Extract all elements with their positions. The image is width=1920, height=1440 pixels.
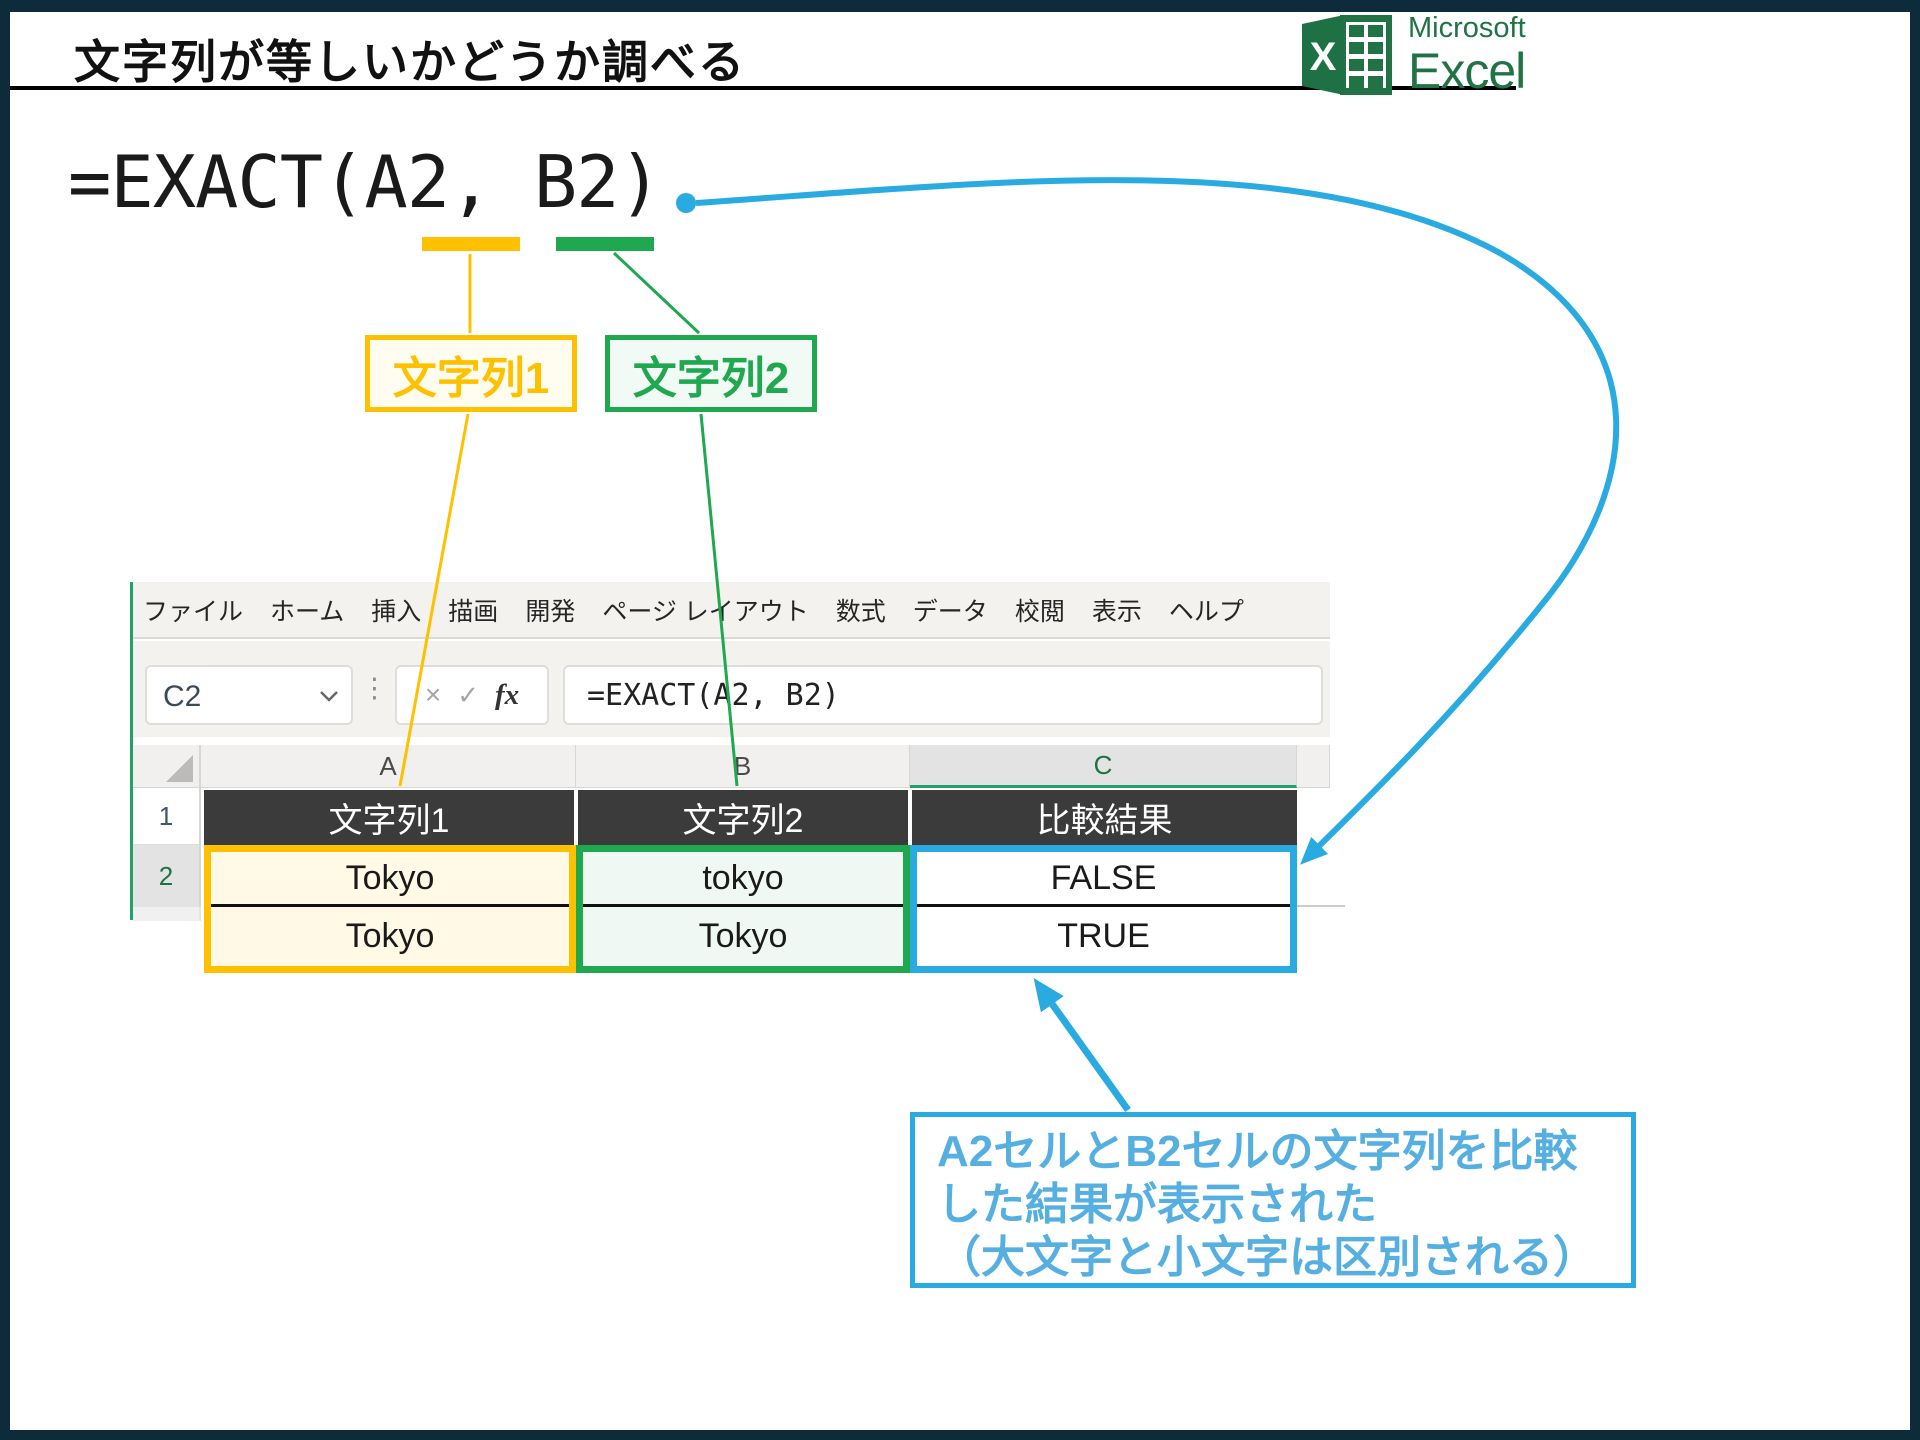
formula-anchor-dot xyxy=(676,193,696,213)
big-formula-text: =EXACT(A2, B2) xyxy=(68,140,662,224)
name-box-value: C2 xyxy=(163,680,202,713)
menu-developer[interactable]: 開発 xyxy=(525,597,576,626)
cell-b1[interactable]: 文字列2 xyxy=(578,790,908,845)
logo-microsoft: Microsoft xyxy=(1408,12,1526,44)
column-header-a[interactable]: A xyxy=(201,745,576,788)
menu-draw[interactable]: 描画 xyxy=(448,597,499,626)
column-b-data-group: tokyo Tokyo xyxy=(576,845,910,973)
callout-line-3: （大文字と小文字は区別される） xyxy=(937,1233,1597,1282)
formula-bar-input[interactable]: =EXACT(A2, B2) xyxy=(563,665,1323,725)
title-divider xyxy=(10,86,1516,90)
cancel-icon[interactable]: × xyxy=(424,679,442,710)
callout-arrow xyxy=(1033,978,1131,1113)
formula-bar-value: =EXACT(A2, B2) xyxy=(587,677,840,713)
select-all-triangle-icon xyxy=(166,755,193,782)
column-header-rest xyxy=(1297,745,1330,788)
menu-file[interactable]: ファイル xyxy=(143,597,244,626)
menu-help[interactable]: ヘルプ xyxy=(1168,597,1244,626)
menu-data[interactable]: データ xyxy=(912,597,988,626)
window-left-border xyxy=(130,582,133,920)
row-header-stub xyxy=(133,907,201,921)
menu-insert[interactable]: 挿入 xyxy=(371,597,422,626)
excel-logo-icon: X xyxy=(1302,15,1392,95)
menu-view[interactable]: 表示 xyxy=(1091,597,1142,626)
cell-a2[interactable]: Tokyo xyxy=(345,858,435,897)
select-all-button[interactable] xyxy=(133,745,201,788)
column-header-b[interactable]: B xyxy=(576,745,910,788)
callout-line-1: A2セルとB2セルの文字列を比較 xyxy=(937,1127,1578,1176)
row-header-2-selected[interactable]: 2 xyxy=(133,845,201,907)
arg1-underline xyxy=(422,237,520,251)
excel-logo: X Microsoft Excel xyxy=(1302,12,1602,98)
excel-logo-text: Microsoft Excel xyxy=(1408,12,1526,99)
formula-bar-row: C2 ⋮ × ✓ fx =EXACT(A2, B2) xyxy=(133,641,1330,737)
svg-text:X: X xyxy=(1310,35,1337,79)
menu-formulas[interactable]: 数式 xyxy=(835,597,886,626)
cell-c3[interactable]: TRUE xyxy=(1057,917,1150,955)
enter-icon[interactable]: ✓ xyxy=(457,679,479,710)
row-divider xyxy=(211,904,569,907)
cell-b3[interactable]: Tokyo xyxy=(698,917,788,955)
cell-a3[interactable]: Tokyo xyxy=(345,917,435,955)
logo-excel-word: Excel xyxy=(1408,43,1526,99)
callout-line-2: した結果が表示された xyxy=(937,1180,1377,1229)
formula-bar-buttons: × ✓ fx xyxy=(395,665,549,725)
arg2-label: 文字列2 xyxy=(632,353,790,403)
cell-c1[interactable]: 比較結果 xyxy=(912,790,1297,845)
arg1-label: 文字列1 xyxy=(392,353,550,403)
gridline-segment xyxy=(1297,905,1345,907)
arg1-label-box: 文字列1 xyxy=(365,335,577,412)
arg2-underline xyxy=(556,237,654,251)
row-divider xyxy=(583,904,903,907)
formula-bar-separator: ⋮ xyxy=(361,673,388,703)
chevron-down-icon[interactable] xyxy=(319,689,339,703)
menu-review[interactable]: 校閲 xyxy=(1014,597,1065,626)
ribbon-menu: ファイル ホーム 挿入 描画 開発 ページ レイアウト 数式 データ 校閲 表示… xyxy=(133,582,1330,639)
column-a-data-group: Tokyo Tokyo xyxy=(204,845,576,973)
cell-a1[interactable]: 文字列1 xyxy=(204,790,574,845)
arg2-label-box: 文字列2 xyxy=(605,335,817,412)
name-box[interactable]: C2 xyxy=(145,665,353,725)
row-header-1[interactable]: 1 xyxy=(133,788,201,845)
arg2-connector-line xyxy=(612,251,701,335)
row-divider xyxy=(917,904,1290,907)
cell-c2[interactable]: FALSE xyxy=(1050,858,1157,897)
page-title: 文字列が等しいかどうか調べる xyxy=(74,36,746,88)
excel-window: ファイル ホーム 挿入 描画 開発 ページ レイアウト 数式 データ 校閲 表示… xyxy=(130,582,1345,977)
column-c-result-group: FALSE TRUE xyxy=(910,845,1297,973)
menu-home[interactable]: ホーム xyxy=(270,597,345,626)
menu-page-layout[interactable]: ページ レイアウト xyxy=(602,597,809,626)
cell-b2[interactable]: tokyo xyxy=(702,858,784,897)
insert-function-icon[interactable]: fx xyxy=(494,678,520,711)
result-callout-box: A2セルとB2セルの文字列を比較 した結果が表示された （大文字と小文字は区別さ… xyxy=(910,1112,1636,1288)
column-header-c-selected[interactable]: C xyxy=(910,745,1297,788)
